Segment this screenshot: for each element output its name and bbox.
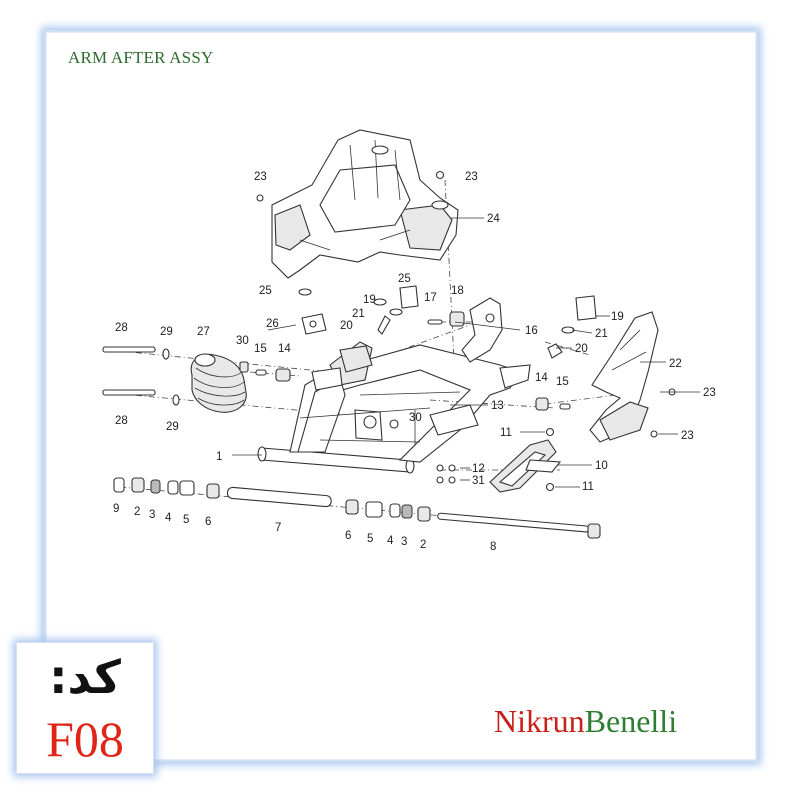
brand-part-benelli: Benelli (584, 703, 678, 739)
callout-22: 22 (669, 358, 682, 370)
code-value: F08 (46, 711, 124, 767)
part-bushings-right (535, 397, 571, 411)
callout-23: 23 (681, 430, 694, 442)
callout-12: 12 (472, 463, 485, 475)
part-pivot-bushings-right (345, 499, 431, 522)
callout-23: 23 (703, 387, 716, 399)
part-19-21-mount-left (377, 285, 419, 335)
callout-5: 5 (183, 514, 189, 526)
callout-6: 6 (345, 530, 351, 542)
product-code-box: کد: F08 (16, 642, 154, 774)
callout-19: 19 (611, 311, 624, 323)
callout-2: 2 (420, 539, 426, 551)
part-29-washers (162, 348, 180, 406)
callout-14: 14 (278, 343, 291, 355)
brand-logo-text: NikrunBenelli (494, 703, 677, 740)
callout-21: 21 (352, 308, 365, 320)
code-label: کد: (49, 650, 121, 704)
callout-3: 3 (401, 536, 407, 548)
part-pivot-bushings-left (113, 477, 220, 499)
callout-23: 23 (465, 171, 478, 183)
callout-30: 30 (236, 335, 249, 347)
callout-21: 21 (595, 328, 608, 340)
callout-28: 28 (115, 415, 128, 427)
callout-13: 13 (491, 400, 504, 412)
callout-5: 5 (367, 533, 373, 545)
part-24-rear-fender (271, 129, 459, 279)
part-bushings-left (239, 361, 291, 382)
brand-part-nikrun: Nikrun (494, 703, 585, 739)
callout-29: 29 (166, 421, 179, 433)
callout-7: 7 (275, 522, 281, 534)
callout-25: 25 (398, 273, 411, 285)
callout-19: 19 (363, 294, 376, 306)
callout-26: 26 (266, 318, 279, 330)
callout-8: 8 (490, 541, 496, 553)
callout-1: 1 (216, 451, 222, 463)
leader-lines (232, 217, 700, 488)
callout-24: 24 (487, 213, 500, 225)
part-7-sleeve (226, 486, 332, 508)
part-10-chain-slider (489, 439, 562, 493)
callout-25: 25 (259, 285, 272, 297)
callout-10: 10 (595, 460, 608, 472)
callout-20: 20 (575, 343, 588, 355)
callout-4: 4 (165, 512, 172, 524)
part-22-chain-guard (589, 311, 659, 443)
part-26-bracket (301, 313, 327, 335)
callout-18: 18 (451, 285, 464, 297)
part-shock-mount (311, 345, 373, 391)
callout-11: 11 (500, 427, 512, 439)
callout-17: 17 (424, 292, 437, 304)
callout-14: 14 (535, 372, 548, 384)
callout-6: 6 (205, 516, 211, 528)
callout-2: 2 (134, 506, 140, 518)
part-19-21-mount-right (547, 295, 597, 359)
callout-31: 31 (472, 475, 485, 487)
callout-20: 20 (340, 320, 353, 332)
callout-15: 15 (556, 376, 569, 388)
callout-29: 29 (160, 326, 173, 338)
callout-9: 9 (113, 503, 119, 515)
callout-3: 3 (149, 509, 155, 521)
part-small-screws (256, 170, 676, 492)
part-8-pivot-shaft (437, 512, 601, 539)
callout-15: 15 (254, 343, 267, 355)
callout-labels: 23 23 24 25 25 19 17 18 21 20 26 16 19 2… (113, 171, 716, 553)
callout-23: 23 (254, 171, 267, 183)
part-27-shock-absorber (190, 353, 247, 413)
part-28-bolts (102, 346, 156, 396)
part-1-swing-arm (257, 341, 531, 474)
callout-27: 27 (197, 326, 210, 338)
callout-16: 16 (525, 325, 538, 337)
callout-4: 4 (387, 535, 394, 547)
diagram-title: ARM AFTER ASSY (68, 48, 214, 67)
callout-11: 11 (582, 481, 594, 493)
callout-28: 28 (115, 322, 128, 334)
callout-30: 30 (409, 412, 422, 424)
